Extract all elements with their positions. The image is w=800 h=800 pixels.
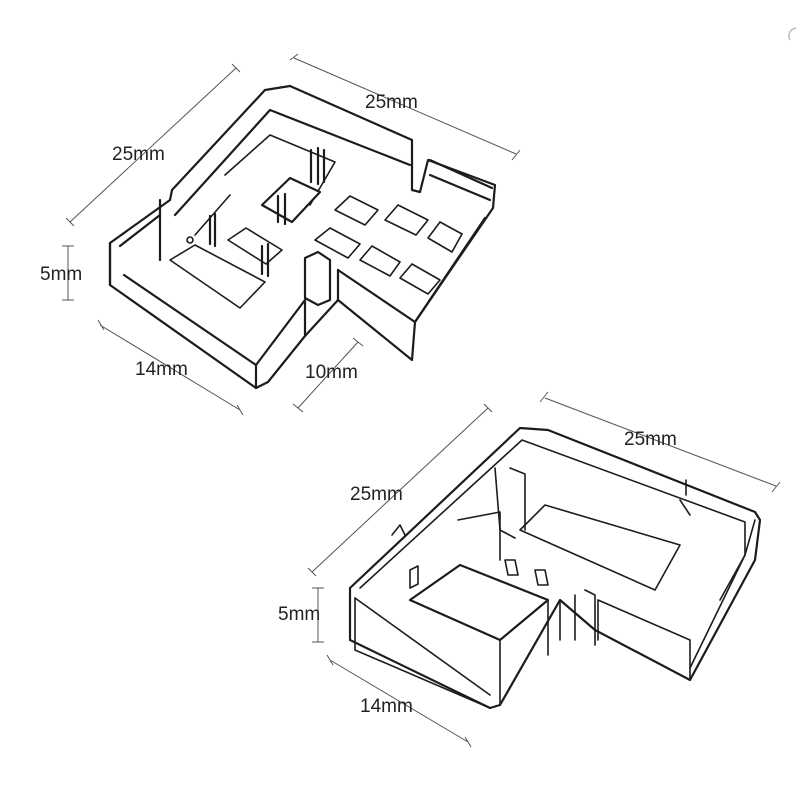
bottom-part-hole-1 — [504, 559, 519, 576]
top-dim-front-right-label: 10mm — [305, 362, 358, 383]
bottom-part-divider — [559, 594, 576, 641]
cropped-corner-mark — [788, 27, 797, 41]
dim-line-front-left — [97, 319, 244, 416]
pocket-7 — [399, 263, 441, 295]
dim-line-bottom-height — [312, 587, 324, 643]
top-part-notch — [254, 298, 307, 367]
top-dim-left-label: 25mm — [112, 144, 165, 165]
dim-line-bottom-front — [326, 654, 472, 748]
bottom-part-right-edge — [719, 519, 756, 601]
top-part-pocket-large — [169, 244, 266, 309]
pin-right — [260, 242, 270, 278]
bottom-part-divider-2 — [584, 589, 596, 646]
bottom-part-box-edges — [499, 599, 549, 706]
top-part-inner-wall — [173, 108, 412, 217]
bottom-part-right-tab — [679, 479, 691, 516]
dim-line-left — [65, 63, 241, 227]
bottom-part-front-inner — [354, 597, 491, 696]
pocket-6 — [359, 245, 401, 277]
bottom-part-wall-mid — [457, 511, 501, 561]
bottom-connector-part — [307, 391, 781, 748]
pin-center — [276, 192, 287, 226]
top-part-left-lip — [118, 213, 162, 248]
pin-top — [309, 146, 326, 186]
top-part-latch — [303, 250, 332, 307]
bottom-part-floor-panel — [519, 504, 681, 591]
top-dim-front-left-label: 14mm — [135, 359, 188, 380]
bottom-part-rim — [348, 426, 762, 710]
dim-line-bottom-left — [307, 403, 493, 577]
pocket-3 — [384, 204, 429, 236]
bottom-part-small-tab — [409, 565, 419, 589]
bottom-dim-height-label: 5mm — [278, 604, 320, 625]
pocket-5 — [314, 227, 361, 259]
top-dim-height-label: 5mm — [40, 264, 82, 285]
top-part-inner-frame — [224, 134, 336, 206]
bottom-part-hole-2 — [534, 569, 549, 586]
dim-line-front-right — [292, 337, 364, 413]
bottom-dim-left-label: 25mm — [350, 484, 403, 505]
top-part-inner-groove — [194, 194, 231, 236]
bottom-part-inner-rim — [359, 439, 746, 669]
bottom-part-right-wall — [597, 599, 691, 681]
pocket-1 — [227, 227, 283, 265]
pocket-4 — [427, 221, 463, 253]
dim-line-height — [62, 245, 74, 301]
bottom-part-back-nub — [391, 524, 406, 536]
dim-line-top — [289, 53, 521, 161]
pocket-2 — [334, 195, 379, 226]
top-part-right-face — [413, 216, 487, 324]
top-connector-part — [62, 53, 521, 416]
top-part-center-block — [260, 176, 322, 224]
top-part-hole — [186, 236, 194, 244]
top-part-right-tab — [428, 158, 494, 202]
bottom-dim-top-label: 25mm — [624, 429, 677, 450]
top-part-right-lower — [336, 268, 417, 324]
bottom-part-lower-left — [354, 597, 491, 709]
dim-line-bottom-top — [539, 391, 781, 493]
top-dim-top-label: 25mm — [365, 92, 418, 113]
pin-left — [208, 212, 217, 248]
bottom-dim-front-label: 14mm — [360, 696, 413, 717]
